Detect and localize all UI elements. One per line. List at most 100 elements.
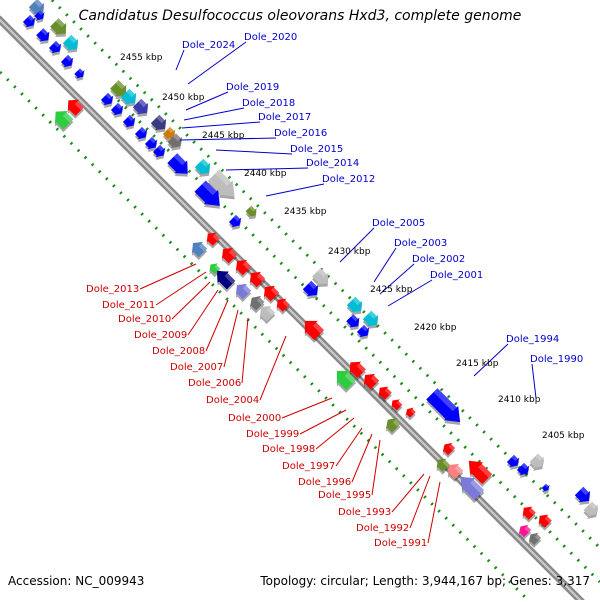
forward-gene-label: Dole_1990: [530, 354, 583, 365]
genome-axis-highlight: [0, 18, 586, 604]
reverse-gene-label: Dole_2011: [102, 300, 155, 311]
reverse-gene-arrow: [235, 283, 252, 303]
kbp-tick-label: 2410 kbp: [498, 395, 541, 405]
reverse-gene-arrow: [363, 373, 380, 393]
reverse-gene-label: Dole_2009: [134, 330, 187, 341]
reverse-gene-arrow: [304, 320, 325, 343]
reverse-gene-arrow: [206, 232, 220, 249]
forward-gene-arrow: [132, 98, 149, 117]
reverse-gene-leader: [315, 417, 355, 450]
reverse-gene-arrow: [209, 263, 221, 278]
forward-gene-leader: [179, 137, 277, 141]
reverse-gene-label: Dole_2010: [118, 314, 171, 325]
reverse-gene-leader: [241, 317, 249, 384]
reverse-gene-label: Dole_1993: [338, 507, 391, 518]
reverse-gene-label: Dole_1992: [356, 523, 409, 534]
forward-gene-leader: [379, 263, 415, 295]
reverse-gene-leader: [371, 439, 381, 496]
reverse-gene-arrow: [460, 476, 485, 503]
forward-gene-arrow: [134, 126, 148, 143]
reverse-gene-arrow: [538, 514, 552, 531]
reverse-gene-leader: [259, 335, 287, 401]
forward-gene-arrow: [346, 296, 363, 315]
forward-gene-label: Dole_2018: [242, 98, 295, 109]
accession-label: Accession: NC_009943: [8, 574, 145, 588]
reverse-gene-label: Dole_2006: [188, 378, 241, 389]
reverse-gene-leader: [335, 427, 363, 467]
forward-gene-label: Dole_2014: [306, 158, 359, 169]
reverse-gene-arrow: [528, 532, 542, 548]
reverse-gene-arrow: [235, 259, 252, 279]
reverse-gene-label: Dole_2008: [152, 346, 205, 357]
reverse-gene-arrow: [259, 305, 276, 325]
reverse-gene-arrow: [263, 285, 280, 305]
forward-gene-leader: [183, 107, 245, 121]
reverse-gene-label: Dole_1991: [374, 538, 427, 549]
forward-gene-leader: [215, 149, 293, 155]
reverse-gene-arrow: [191, 241, 208, 261]
forward-gene-arrow: [100, 92, 114, 109]
reverse-gene-leader: [223, 309, 239, 368]
kbp-tick-label: 2415 kbp: [456, 359, 499, 369]
forward-gene-arrow: [167, 153, 188, 177]
forward-gene-arrow: [122, 114, 136, 131]
genome-axis: [0, 15, 589, 604]
forward-gene-label: Dole_2002: [412, 254, 465, 265]
forward-gene-arrow: [167, 133, 183, 151]
kbp-tick-label: 2430 kbp: [328, 247, 371, 257]
forward-gene-leader: [387, 279, 433, 307]
reverse-gene-leader: [299, 409, 347, 435]
forward-gene-label: Dole_1994: [506, 334, 559, 345]
forward-gene-arrow: [152, 144, 166, 161]
reverse-gene-arrow: [216, 270, 236, 293]
kbp-tick-label: 2455 kbp: [120, 53, 163, 63]
reverse-track-dotline: [0, 70, 535, 604]
forward-gene-arrow: [60, 54, 74, 71]
reverse-gene-label: Dole_1999: [246, 429, 299, 440]
forward-gene-arrow: [541, 483, 550, 495]
forward-gene-label: Dole_2001: [430, 270, 483, 281]
forward-gene-arrow: [144, 136, 158, 153]
forward-gene-arrow: [346, 314, 360, 331]
reverse-gene-label: Dole_1995: [318, 490, 371, 501]
forward-gene-arrow: [228, 214, 242, 231]
reverse-gene-label: Dole_2000: [228, 413, 281, 424]
forward-gene-label: Dole_2005: [372, 218, 425, 229]
reverse-gene-leader: [391, 473, 425, 513]
forward-gene-arrow: [22, 14, 36, 31]
forward-gene-arrow: [62, 34, 79, 53]
forward-gene-arrow: [110, 102, 124, 119]
forward-gene-leader: [339, 227, 375, 263]
forward-gene-leader: [531, 363, 537, 399]
kbp-scale-dotline: [116, 98, 600, 584]
forward-gene-leader: [181, 121, 261, 129]
kbp-tick-label: 2435 kbp: [284, 207, 327, 217]
forward-gene-arrow: [34, 10, 45, 24]
reverse-gene-arrow: [249, 295, 265, 314]
forward-gene-arrow: [426, 388, 461, 425]
forward-gene-label: Dole_2003: [394, 238, 447, 249]
forward-gene-arrow: [302, 280, 319, 299]
reverse-gene-arrow: [436, 458, 450, 475]
forward-gene-leader: [373, 247, 397, 283]
forward-gene-label: Dole_2024: [182, 40, 235, 51]
forward-gene-arrow: [194, 158, 211, 177]
forward-gene-arrow: [150, 114, 167, 133]
forward-gene-leader: [265, 183, 325, 197]
reverse-gene-arrow: [468, 460, 493, 487]
forward-gene-arrow: [48, 40, 62, 57]
forward-gene-arrow: [50, 18, 67, 38]
forward-gene-arrow: [110, 80, 127, 100]
reverse-gene-leader: [351, 433, 373, 483]
forward-gene-arrow: [312, 268, 329, 288]
kbp-tick-label: 2420 kbp: [414, 323, 457, 333]
forward-gene-arrow: [207, 169, 235, 200]
reverse-gene-label: Dole_2007: [170, 362, 223, 373]
forward-gene-label: Dole_2019: [226, 82, 279, 93]
reverse-gene-arrow: [391, 399, 403, 414]
reverse-gene-arrow: [221, 247, 238, 267]
forward-gene-leader: [473, 343, 509, 377]
reverse-gene-arrow: [349, 361, 366, 381]
reverse-gene-arrow: [522, 506, 536, 523]
